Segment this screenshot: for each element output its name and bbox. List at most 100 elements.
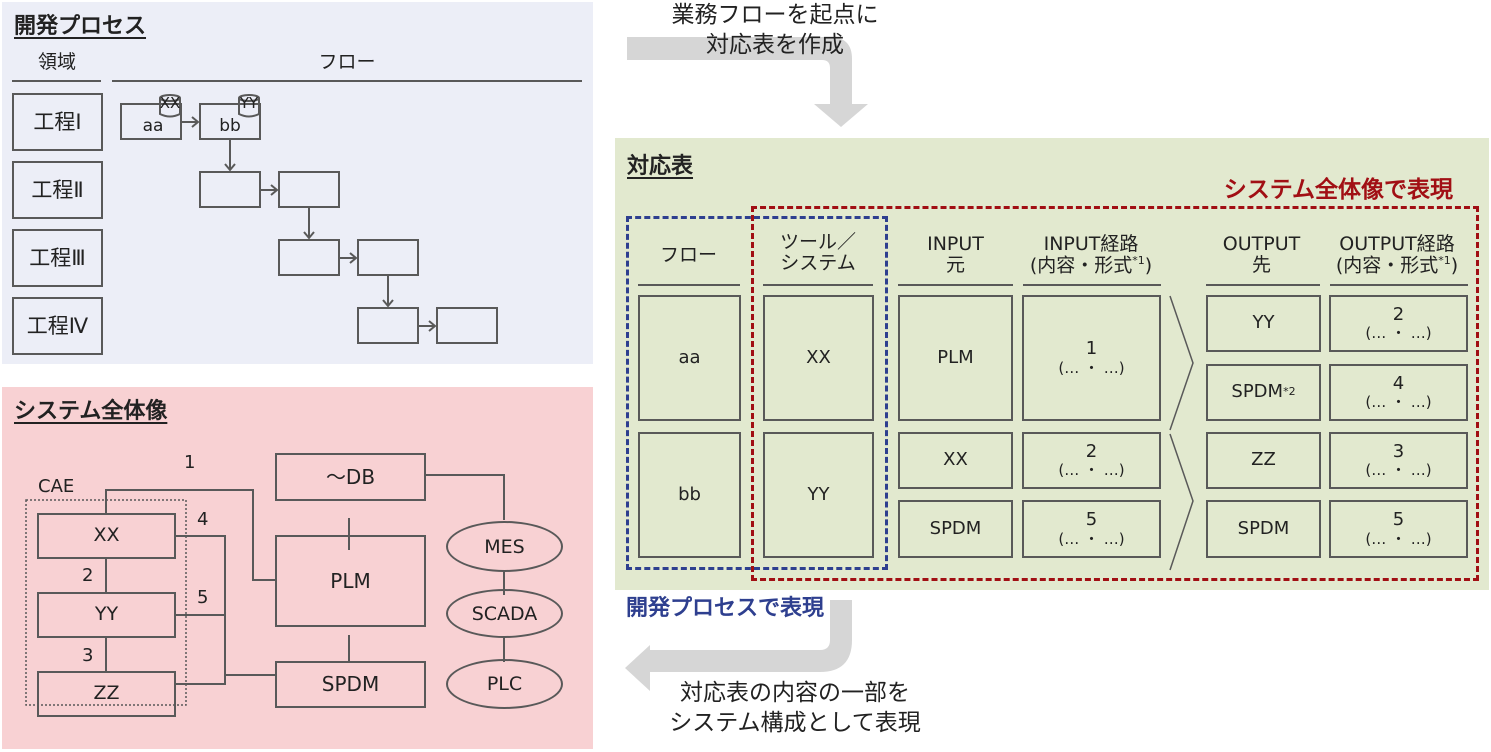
chevron-right-icon xyxy=(1169,295,1194,431)
cell-input-path: 5(… ・ …) xyxy=(1022,500,1161,558)
cell-output-to: YY xyxy=(1206,295,1321,352)
cell-output-to: SPDM*2 xyxy=(1206,364,1321,421)
flow-node xyxy=(357,307,419,344)
cell-output-path: 4(… ・ …) xyxy=(1329,364,1468,421)
flow-node-bb-label: bb xyxy=(219,116,241,136)
path-number: 2 xyxy=(1392,303,1405,325)
path-detail: (… ・ …) xyxy=(1058,461,1125,480)
db-box: ～DB xyxy=(275,453,426,501)
output-target: SPDM xyxy=(1231,381,1284,403)
path-number: 3 xyxy=(1392,440,1405,462)
col-header-input-path: INPUT経路 (内容・形式*1) xyxy=(1016,234,1166,276)
flow-node xyxy=(278,239,340,276)
spdm-box: SPDM xyxy=(275,661,426,708)
table-title: 対応表 xyxy=(627,154,694,179)
link-number-2: 2 xyxy=(82,565,94,586)
chevron-icons xyxy=(1169,295,1194,571)
link-number-1: 1 xyxy=(184,452,196,473)
chevron-right-icon xyxy=(1169,433,1194,571)
header-line: ツール／ xyxy=(779,231,856,253)
process-flow-diagram xyxy=(120,94,498,344)
path-number: 5 xyxy=(1085,509,1098,531)
flow-arrows xyxy=(625,37,868,691)
db-cylinder-xx xyxy=(159,94,181,118)
scada-ellipse: SCADA xyxy=(446,589,563,638)
flow-underline xyxy=(112,80,582,82)
header-line: システム xyxy=(780,251,856,274)
stage-box: 工程Ⅳ xyxy=(12,297,103,355)
cell-flow-bb: bb xyxy=(638,432,741,558)
red-label: システム全体像で表現 xyxy=(1223,177,1453,203)
cell-flow-aa: aa xyxy=(638,295,741,421)
col-header-output-to: OUTPUT 先 xyxy=(1204,234,1319,276)
header-line: 元 xyxy=(945,253,965,276)
header-line: OUTPUT xyxy=(1222,233,1301,255)
output-target: YY xyxy=(1252,312,1275,334)
cell-output-to: ZZ xyxy=(1206,432,1321,489)
cae-group-label: CAE xyxy=(38,476,75,497)
path-detail: (… ・ …) xyxy=(1365,324,1432,343)
stage-box: 工程Ⅱ xyxy=(12,161,103,219)
header-line: (内容・形式*1) xyxy=(1322,254,1472,277)
top-arrow-caption: 業務フローを起点に 対応表を作成 xyxy=(640,0,910,60)
cell-output-path: 5(… ・ …) xyxy=(1329,500,1468,558)
col-header-output-path: OUTPUT経路 (内容・形式*1) xyxy=(1322,234,1472,276)
blue-dashed-region xyxy=(626,216,888,570)
header-text: ) xyxy=(1144,254,1153,277)
header-line: 先 xyxy=(1251,253,1271,276)
path-detail: (… ・ …) xyxy=(1365,529,1432,548)
caption-line: 対応表の内容の一部を xyxy=(680,680,910,706)
mes-ellipse: MES xyxy=(446,521,563,572)
cell-input-path: 2(… ・ …) xyxy=(1022,432,1161,489)
path-detail: (… ・ …) xyxy=(1365,393,1432,412)
header-underline xyxy=(1206,284,1320,286)
arrow-right xyxy=(339,252,358,264)
stage-box: 工程Ⅲ xyxy=(12,229,103,287)
caption-line: 対応表を作成 xyxy=(706,32,844,58)
cae-xx-box: XX xyxy=(37,513,176,559)
cae-yy-box: YY xyxy=(37,592,176,638)
flow-node xyxy=(199,171,261,208)
table-panel: 対応表 システム全体像で表現 フロー ツール／ システム INPUT 元 INP… xyxy=(615,138,1489,590)
path-number: 1 xyxy=(1085,338,1098,360)
path-detail: (… ・ …) xyxy=(1365,461,1432,480)
header-line: (内容・形式*1) xyxy=(1016,254,1166,277)
cell-tool-xx: XX xyxy=(763,295,874,421)
flow-node xyxy=(357,239,419,276)
link-number-3: 3 xyxy=(82,645,94,666)
path-detail: (… ・ …) xyxy=(1058,358,1125,377)
header-underline xyxy=(1023,284,1161,286)
cell-output-path: 2(… ・ …) xyxy=(1329,295,1468,352)
header-underline xyxy=(1330,284,1468,286)
col-header-flow: フロー xyxy=(659,244,717,266)
header-text: (内容・形式 xyxy=(1335,254,1439,277)
arrow-to-table xyxy=(627,37,868,127)
tool-yy-label: YY xyxy=(239,94,259,112)
flow-node-aa-label: aa xyxy=(142,116,164,136)
flow-node xyxy=(278,171,340,208)
link-number-4: 4 xyxy=(197,509,209,530)
arrow-right xyxy=(181,116,200,128)
flow-header: フロー xyxy=(318,51,376,73)
stage-box: 工程Ⅰ xyxy=(12,93,103,151)
header-underline xyxy=(898,284,1013,286)
domain-underline xyxy=(12,80,101,82)
process-panel: 開発プロセス 領域 フロー 工程Ⅰ 工程Ⅱ 工程Ⅲ 工程Ⅳ xyxy=(2,2,593,364)
header-text: ) xyxy=(1450,254,1459,277)
arrow-down xyxy=(382,275,394,308)
output-target: ZZ xyxy=(1251,449,1276,471)
header-line: OUTPUT経路 xyxy=(1339,233,1455,255)
footnote-mark: *2 xyxy=(1283,385,1296,399)
header-text: (内容・形式 xyxy=(1029,254,1133,277)
plm-box: PLM xyxy=(275,535,426,627)
cell-tool-yy: YY xyxy=(763,432,874,558)
caption-line: システム構成として表現 xyxy=(669,710,921,736)
header-underline xyxy=(763,284,873,286)
link-number-5: 5 xyxy=(197,587,209,608)
bottom-arrow-caption: 対応表の内容の一部を システム構成として表現 xyxy=(630,678,960,738)
path-detail: (… ・ …) xyxy=(1058,529,1125,548)
process-title: 開発プロセス xyxy=(14,14,147,39)
arrow-down xyxy=(303,207,315,240)
flow-node xyxy=(436,307,498,344)
arrow-right xyxy=(260,184,279,196)
